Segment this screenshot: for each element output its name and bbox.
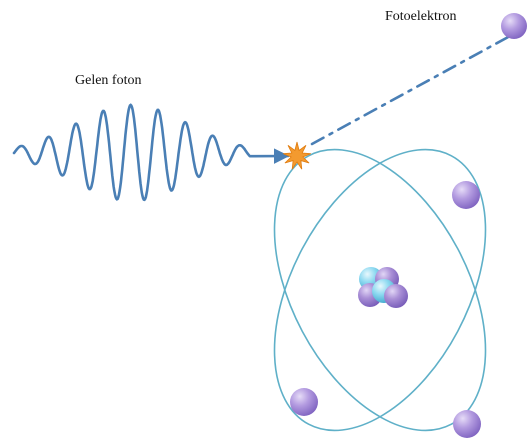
- electron-sphere-icon: [290, 388, 318, 416]
- nucleus-cluster-icon: [358, 267, 408, 308]
- orbit-ellipse-1: [273, 148, 487, 432]
- photoelectron-trajectory: [310, 34, 512, 146]
- photoelectron-label: Fotoelektron: [385, 9, 457, 24]
- incoming-photon-wave: [12, 103, 290, 202]
- collision-burst-icon: [283, 141, 311, 170]
- electron-sphere-icon: [452, 181, 480, 209]
- proton-sphere: [384, 284, 408, 308]
- electron-sphere-icon: [453, 410, 481, 438]
- photoelectron-sphere: [501, 13, 527, 39]
- orbit-ellipse-2: [273, 148, 487, 432]
- incoming-photon-label: Gelen foton: [75, 73, 141, 88]
